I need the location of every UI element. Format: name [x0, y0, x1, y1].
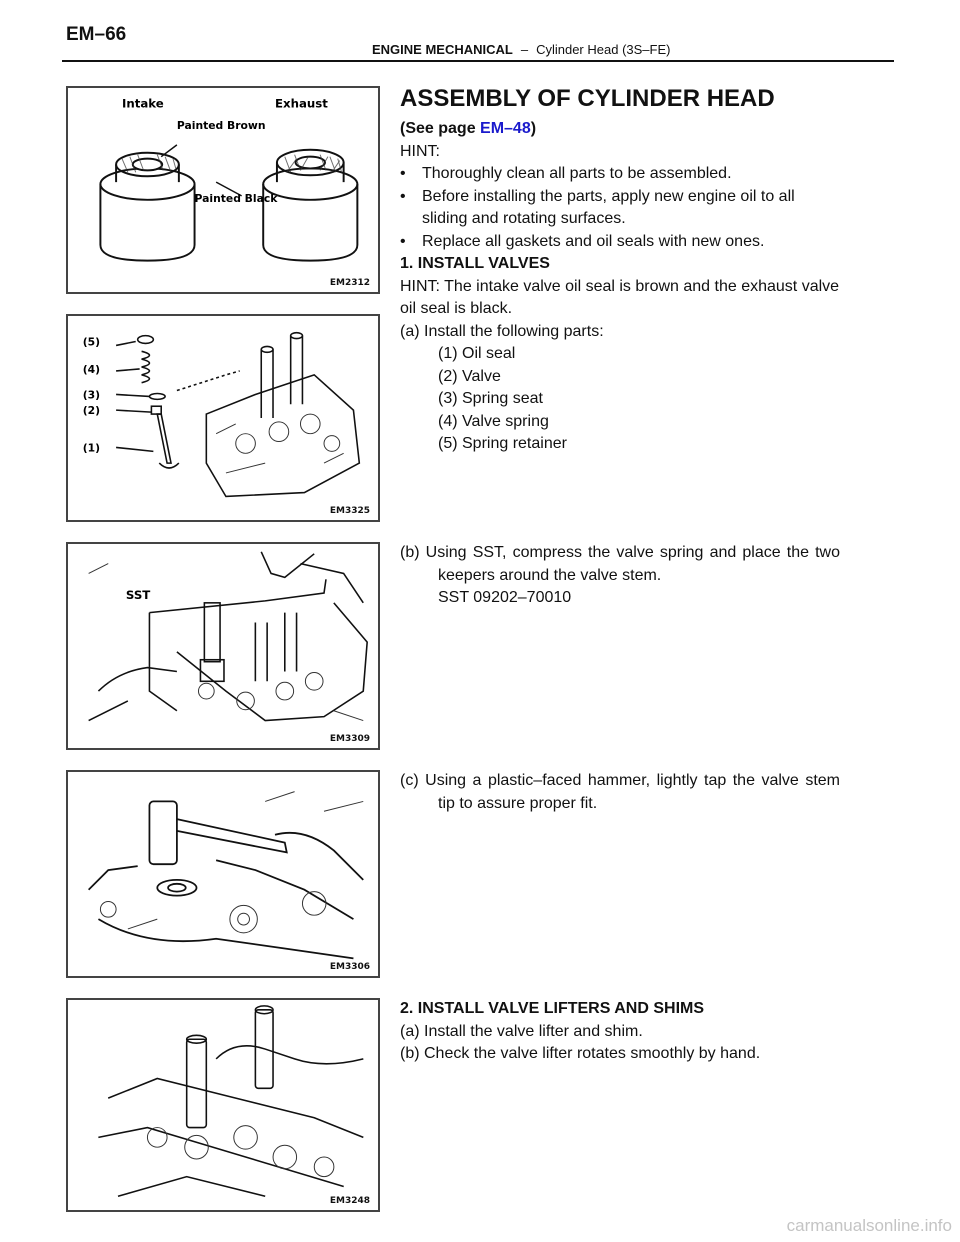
oil-seals-illustration: Intake Exhaust Painted Brown Painted Bla…	[99, 97, 359, 262]
see-page-reference: (See page EM–48)	[400, 118, 840, 141]
sst-compress-illustration: SST	[88, 551, 368, 722]
see-page-suffix: )	[530, 120, 537, 137]
part-item: (1) Oil seal	[438, 345, 516, 362]
bullet-text: Before installing the parts, apply new e…	[422, 187, 795, 228]
section-title: ENGINE MECHANICAL	[372, 42, 513, 57]
figure-sst-compress: SST EM3309	[66, 542, 380, 750]
bullet-text: Replace all gaskets and oil seals with n…	[422, 232, 765, 250]
figure-valve-lifter: EM3248	[66, 998, 380, 1212]
bullet-item: • Replace all gaskets and oil seals with …	[400, 231, 840, 254]
label-part-4: (4)	[83, 363, 100, 376]
label-part-5: (5)	[83, 335, 100, 348]
part-item: (4) Valve spring	[438, 412, 549, 430]
step2-title: 2. INSTALL VALVE LIFTERS AND SHIMS	[400, 1000, 705, 1017]
part-item: (3) Spring seat	[438, 390, 543, 407]
bullet-item: • Before installing the parts, apply new …	[400, 186, 840, 231]
header-rule	[62, 60, 894, 62]
figure-valve-parts: (5) (4) (3) (2) (1) EM3325	[66, 314, 380, 522]
bullet-text: Thoroughly clean all parts to be assembl…	[422, 165, 732, 182]
see-page-prefix: (See page	[400, 120, 481, 137]
label-painted-brown: Painted Brown	[177, 119, 266, 132]
step2-b: (b) Check the valve lifter rotates smoot…	[400, 1045, 761, 1062]
assembly-text-block: ASSEMBLY OF CYLINDER HEAD (See page EM–4…	[400, 84, 840, 456]
figure-hammer-tap: EM3306	[66, 770, 380, 978]
bullet-dot-icon: •	[400, 165, 406, 182]
sst-number: SST 09202–70010	[438, 589, 572, 606]
part-item: (2) Valve	[438, 367, 501, 385]
step1-title: 1. INSTALL VALVES	[400, 255, 550, 272]
step1-a: (a) Install the following parts:	[400, 322, 604, 340]
subsection-title: Cylinder Head (3S–FE)	[536, 42, 671, 57]
bullet-dot-icon: •	[400, 187, 406, 205]
hint-label: HINT:	[400, 142, 440, 160]
hammer-tap-illustration	[88, 791, 364, 960]
part-item: (5) Spring retainer	[438, 435, 567, 452]
step2-a: (a) Install the valve lifter and shim.	[400, 1022, 643, 1040]
step1-b-block: (b) Using SST, compress the valve spring…	[400, 542, 840, 610]
figure-code: EM3325	[329, 506, 370, 516]
bullet-item: • Thoroughly clean all parts to be assemb…	[400, 163, 840, 186]
step2-block: 2. INSTALL VALVE LIFTERS AND SHIMS (a) I…	[400, 998, 840, 1066]
see-page-link[interactable]: EM–48	[480, 120, 531, 137]
valve-parts-illustration: (5) (4) (3) (2) (1)	[83, 331, 361, 498]
label-intake: Intake	[122, 97, 164, 111]
valve-lifter-illustration	[98, 1005, 364, 1198]
label-part-2: (2)	[83, 404, 100, 417]
watermark: carmanualsonline.info	[786, 1216, 952, 1235]
page-number: EM–66	[66, 24, 127, 45]
bullet-dot-icon: •	[400, 232, 406, 250]
step1-c: (c) Using a plastic–faced hammer, lightl…	[400, 772, 840, 812]
header-separator: –	[520, 42, 529, 57]
running-header: ENGINE MECHANICAL–Cylinder Head (3S–FE)	[372, 42, 670, 57]
figure-oil-seals: Intake Exhaust Painted Brown Painted Bla…	[66, 86, 380, 294]
label-painted-black: Painted Black	[195, 192, 279, 205]
figure-code: EM3306	[329, 962, 370, 972]
label-part-1: (1)	[83, 441, 100, 454]
page-title: ASSEMBLY OF CYLINDER HEAD	[400, 85, 775, 112]
figure-code: EM3309	[329, 734, 370, 744]
step1-b: (b) Using SST, compress the valve spring…	[400, 544, 840, 584]
figure-code: EM2312	[329, 278, 370, 288]
label-part-3: (3)	[83, 388, 100, 401]
step1-hint: HINT: The intake valve oil seal is brown…	[400, 277, 840, 318]
figure-code: EM3248	[329, 1196, 370, 1206]
step1-c-block: (c) Using a plastic–faced hammer, lightl…	[400, 770, 840, 815]
label-exhaust: Exhaust	[275, 97, 328, 111]
label-sst: SST	[126, 588, 150, 602]
